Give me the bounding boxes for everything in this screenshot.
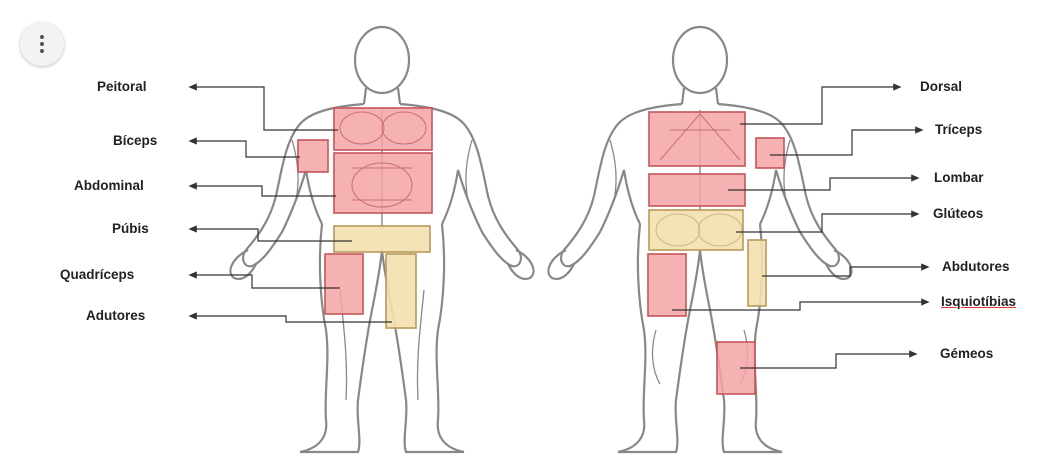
label-adutores: Adutores — [86, 308, 145, 324]
label-lombar: Lombar — [934, 170, 984, 186]
back-muscle-highlights — [648, 112, 784, 394]
quadriceps-region — [325, 254, 363, 314]
abductors-region — [748, 240, 766, 306]
label-triceps: Tríceps — [935, 122, 982, 138]
label-abdominal: Abdominal — [74, 178, 144, 194]
gluteus-region — [649, 210, 743, 250]
label-peitoral: Peitoral — [97, 79, 147, 95]
label-quadriceps: Quadríceps — [60, 267, 134, 283]
label-isquiotibias: Isquiotíbias — [941, 294, 1016, 310]
label-abdutores: Abdutores — [942, 259, 1010, 275]
hamstrings-region — [648, 254, 686, 316]
biceps-region — [298, 140, 328, 172]
label-gemeos: Gémeos — [940, 346, 993, 362]
dorsal-region — [649, 112, 745, 166]
abdominal-region — [334, 153, 432, 213]
label-biceps: Bíceps — [113, 133, 157, 149]
triceps-region — [756, 138, 784, 168]
label-dorsal: Dorsal — [920, 79, 962, 95]
adductors-region — [386, 254, 416, 328]
pubis-region — [334, 226, 430, 252]
pectoral-region — [334, 108, 432, 150]
label-gluteos: Glúteos — [933, 206, 983, 222]
label-pubis: Púbis — [112, 221, 149, 237]
